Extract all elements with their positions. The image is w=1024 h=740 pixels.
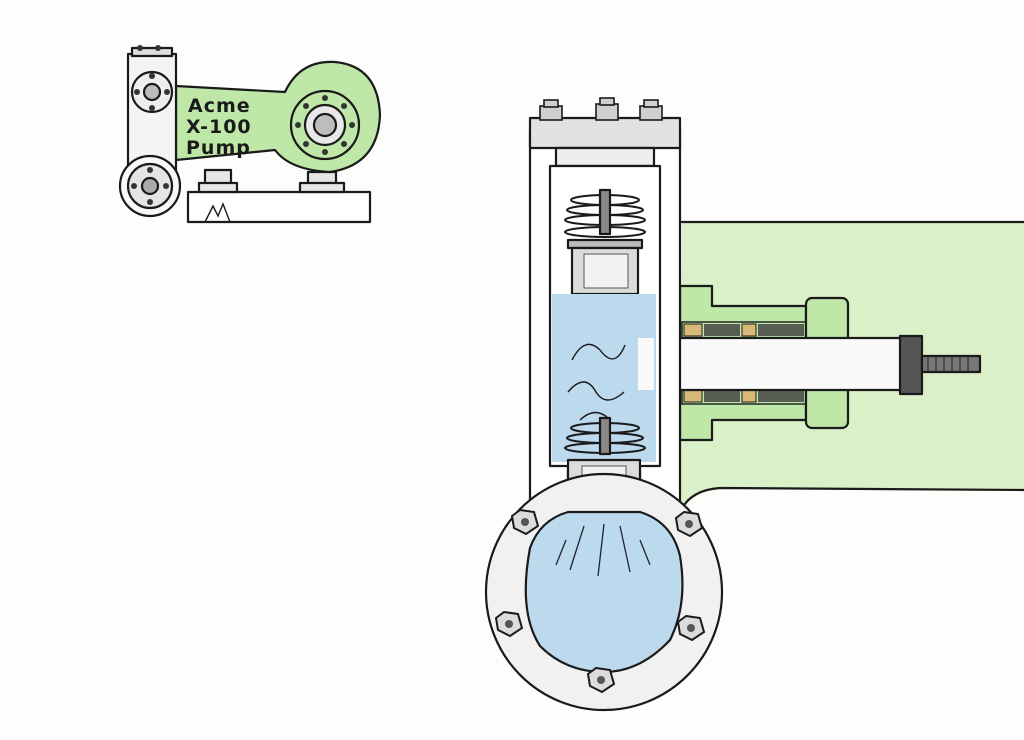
pump-base xyxy=(186,190,372,224)
top-cap xyxy=(528,116,682,150)
pump-label-line2: X-100 xyxy=(186,116,252,138)
pump-overview-icon: Acme X-100 Pump xyxy=(118,45,382,224)
bottom-flange xyxy=(484,472,724,712)
piston-icon xyxy=(636,336,904,392)
pump-label-line3: Pump xyxy=(186,137,251,159)
pump-label-line1: Acme xyxy=(188,95,251,117)
lower-valve-spring xyxy=(564,416,646,456)
bolt-icon xyxy=(539,97,663,121)
packing-rings xyxy=(681,321,807,405)
